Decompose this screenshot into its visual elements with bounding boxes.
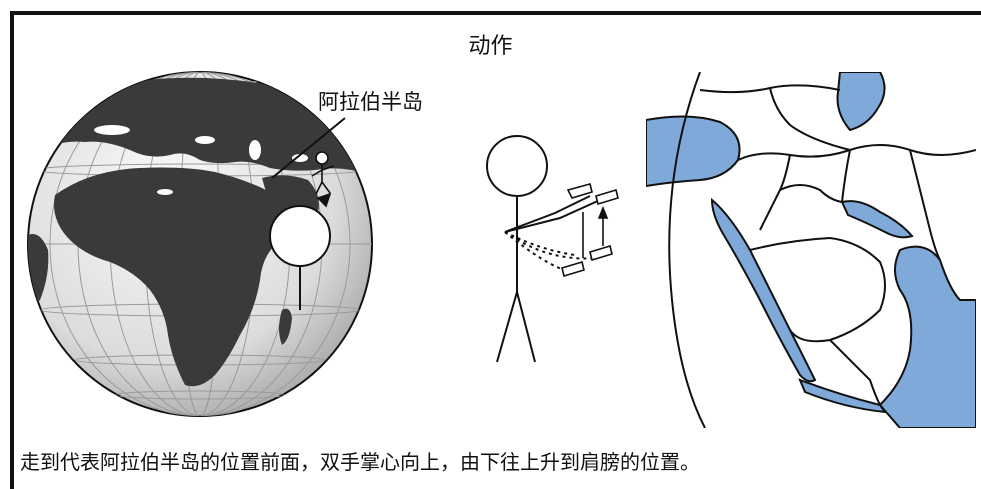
arrow-up-icon <box>582 205 609 258</box>
panel-title: 动作 <box>468 34 513 59</box>
arabian-peninsula-label: 阿拉伯半岛 <box>318 90 423 114</box>
stick-figure-icon <box>486 135 601 363</box>
comic-panel-frame <box>10 11 981 489</box>
callout-line <box>271 117 346 179</box>
tiny-figure-icon <box>311 151 335 208</box>
globe-icon <box>27 71 373 417</box>
location-marker-icon <box>269 205 331 267</box>
panel-caption: 走到代表阿拉伯半岛的位置前面，双手掌心向上，由下往上升到肩膀的位置。 <box>20 450 700 474</box>
map-icon <box>646 72 976 428</box>
hand-icon <box>561 183 619 278</box>
